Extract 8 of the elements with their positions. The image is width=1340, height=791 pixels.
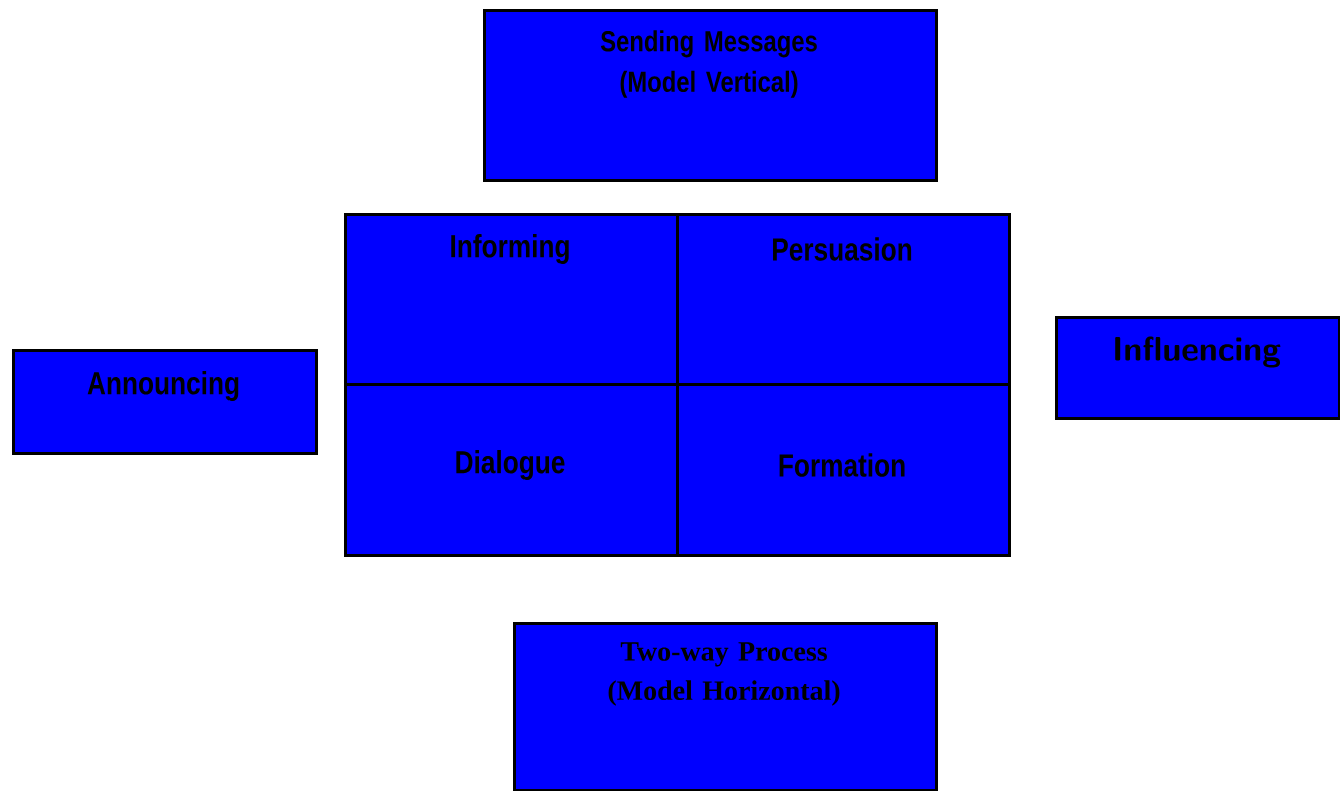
text-box: Sending Messages (Model Vertical) <box>483 9 938 182</box>
text-box: Influencing <box>1055 316 1340 420</box>
text-box: Formation <box>676 383 1011 557</box>
text-box: Dialogue <box>344 383 679 557</box>
text-box: Persuasion <box>676 213 1011 386</box>
text-box: Announcing <box>12 349 318 455</box>
text-box: Two-way Process (Model Horizontal) <box>513 622 938 791</box>
text-box: Informing <box>344 213 679 386</box>
